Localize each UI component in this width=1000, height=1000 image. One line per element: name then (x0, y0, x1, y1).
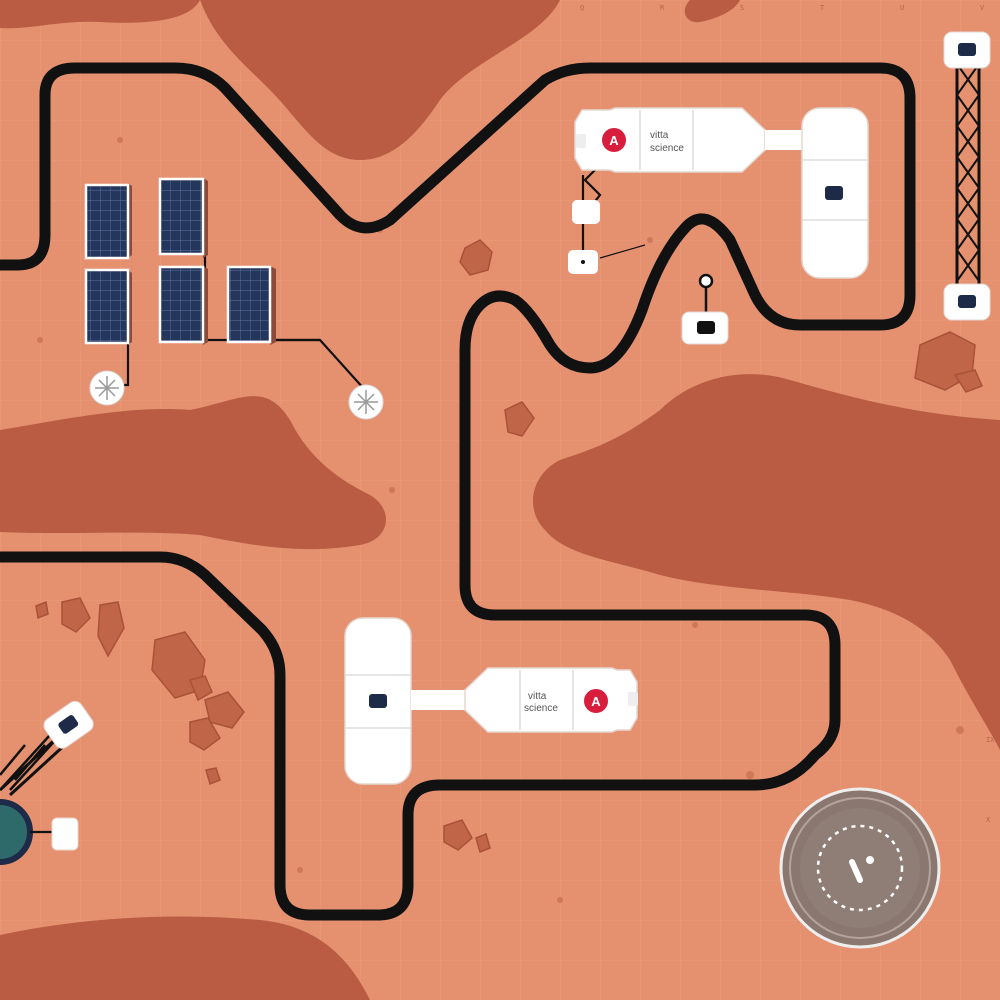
rocks (35, 239, 984, 854)
terrain-top-center (200, 0, 560, 160)
terrain-bottom (0, 916, 370, 1000)
wind-turbine (348, 384, 384, 420)
bottom-logo-badge (584, 689, 608, 713)
solar-panel (158, 177, 205, 256)
grid-numeral: IX (986, 736, 995, 744)
wind-turbine (89, 370, 125, 406)
rock (205, 767, 221, 786)
vittascience-v-icon (849, 856, 874, 883)
rock (35, 600, 49, 620)
bottom-brand-line1: vitta (528, 691, 547, 702)
track-path-upper (0, 62, 916, 921)
top-brand-line2: science (650, 143, 684, 154)
grid-letter: R (660, 4, 665, 12)
track (0, 62, 916, 921)
antenna-tower-right (943, 31, 991, 321)
rock (475, 832, 491, 854)
terrain-top-right-small (684, 0, 740, 23)
grid-letter: U (900, 4, 904, 12)
solar-panel (226, 265, 272, 344)
bottom-module-capsule (464, 667, 638, 733)
beacon-unit (681, 273, 729, 345)
rock (443, 819, 473, 851)
top-logo-badge-text: A (609, 133, 619, 148)
pebbles (37, 137, 964, 903)
rock (204, 691, 245, 729)
bottom-brand-line2: science (524, 703, 558, 714)
grid-letter: Q (580, 4, 584, 12)
top-logo-badge (602, 128, 626, 152)
grid-numeral: X (986, 816, 991, 824)
solar-panel (84, 268, 130, 345)
small-box (51, 817, 79, 851)
solar-farm (84, 177, 384, 420)
bottom-module-window (369, 694, 387, 708)
rock (61, 597, 91, 633)
grid-letter: S (740, 4, 744, 12)
solar-panel (158, 265, 205, 344)
solar-panel (84, 183, 130, 260)
grid-letter: V (980, 4, 985, 12)
rock (953, 369, 984, 393)
rock (189, 717, 221, 751)
terrain-top-left-strip (0, 0, 200, 29)
rock (97, 601, 125, 658)
rock (459, 239, 493, 276)
top-module-capsule (574, 107, 766, 173)
habitat-module-bottom: A vitta science (344, 617, 638, 785)
habitat-module-top: A vitta science (568, 107, 869, 279)
rock (188, 675, 213, 702)
rock (504, 401, 535, 437)
bottom-logo-badge-text: A (591, 694, 601, 709)
top-brand-line1: vitta (650, 130, 669, 141)
terrain-middle-left (0, 396, 387, 550)
grid-letter: T (820, 4, 825, 12)
small-box (572, 200, 600, 224)
landing-pad (779, 787, 941, 949)
dome-station (0, 700, 94, 865)
top-module-window (825, 186, 843, 200)
terrain-middle-right (533, 374, 1000, 750)
